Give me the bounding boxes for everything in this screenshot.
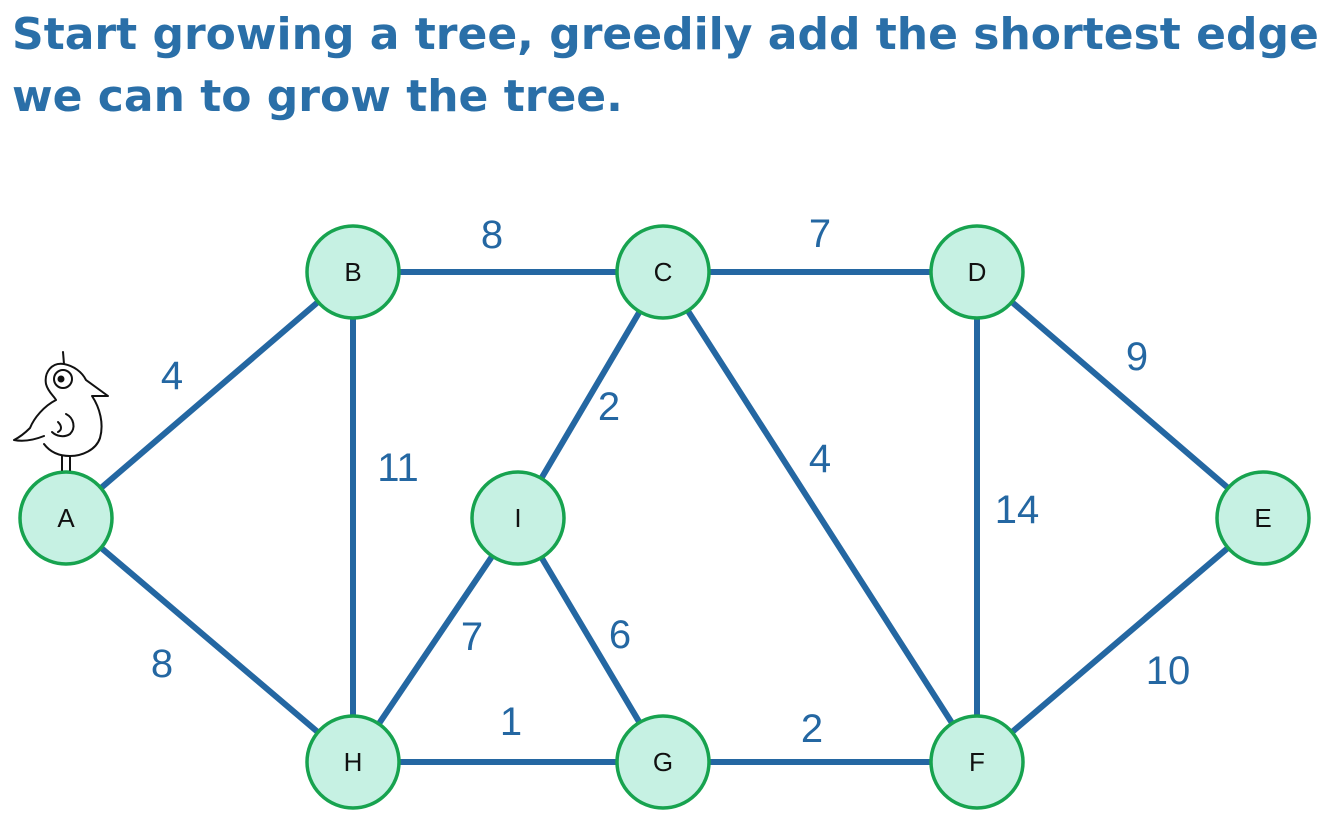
node-b: B xyxy=(305,224,401,320)
edge-weight-c-d: 7 xyxy=(809,212,831,256)
edge-c-f xyxy=(660,270,980,764)
node-label: G xyxy=(653,747,673,777)
node-e: E xyxy=(1215,470,1311,566)
edge-i-h xyxy=(350,516,521,764)
node-c: C xyxy=(615,224,711,320)
node-i: I xyxy=(470,470,566,566)
node-label: A xyxy=(57,503,75,533)
edge-weight-b-c: 8 xyxy=(481,213,503,257)
edge-weight-i-h: 7 xyxy=(461,615,483,659)
node-label: B xyxy=(344,257,361,287)
edge-a-b xyxy=(64,269,355,521)
node-d: D xyxy=(929,224,1025,320)
node-label: D xyxy=(968,257,987,287)
node-label: E xyxy=(1254,503,1271,533)
edges-layer xyxy=(64,269,1265,765)
slide-title: Start growing a tree, greedily add the s… xyxy=(12,4,1322,128)
edge-d-e xyxy=(975,269,1265,521)
title-line-1: Start growing a tree, greedily add the s… xyxy=(12,9,1319,60)
node-g: G xyxy=(615,714,711,810)
node-label: C xyxy=(654,257,673,287)
edge-weight-e-f: 10 xyxy=(1146,649,1191,693)
edge-a-h xyxy=(64,515,355,765)
nodes-layer: A B C D E F G H I xyxy=(18,224,1311,810)
edge-weight-d-e: 9 xyxy=(1126,335,1148,379)
edge-weight-d-f: 14 xyxy=(995,488,1040,532)
edge-weight-a-h: 8 xyxy=(151,642,173,686)
node-circle xyxy=(929,714,1025,810)
node-circle xyxy=(18,470,114,566)
node-circle xyxy=(929,224,1025,320)
node-f: F xyxy=(929,714,1025,810)
edge-weights-layer: 4 8 8 11 7 2 4 9 14 10 7 6 1 2 xyxy=(151,212,1190,751)
node-circle xyxy=(305,714,401,810)
node-circle xyxy=(1215,470,1311,566)
node-label: H xyxy=(344,747,363,777)
node-circle xyxy=(470,470,566,566)
node-label: F xyxy=(969,747,985,777)
bird-icon xyxy=(13,351,109,471)
edge-weight-i-g: 6 xyxy=(609,613,631,657)
edge-weight-g-f: 2 xyxy=(801,707,823,751)
edge-e-f xyxy=(975,515,1265,765)
title-line-2: we can to grow the tree. xyxy=(12,71,623,122)
node-circle xyxy=(615,714,711,810)
edge-weight-c-i: 2 xyxy=(598,385,620,429)
node-label: I xyxy=(514,503,521,533)
edge-weight-a-b: 4 xyxy=(161,354,183,398)
edge-weight-c-f: 4 xyxy=(809,437,831,481)
node-h: H xyxy=(305,714,401,810)
edge-weight-h-g: 1 xyxy=(500,700,522,744)
node-circle xyxy=(615,224,711,320)
edge-weight-b-h: 11 xyxy=(377,446,419,490)
node-circle xyxy=(305,224,401,320)
node-a: A xyxy=(18,470,114,566)
